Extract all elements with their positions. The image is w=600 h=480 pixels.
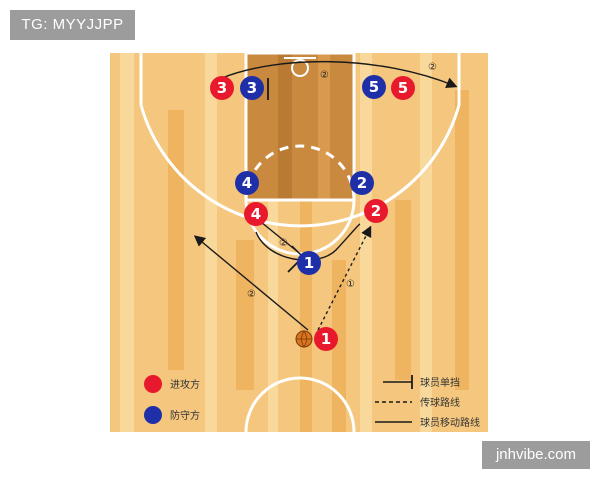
svg-text:3: 3 (217, 79, 227, 97)
player-2-curl-route (255, 223, 361, 261)
svg-text:4: 4 (242, 174, 252, 192)
center-circle (244, 376, 356, 432)
svg-text:5: 5 (398, 79, 408, 97)
paint-area (246, 53, 354, 200)
svg-text:4: 4 (251, 205, 261, 223)
watermark-bottom: jnhvibe.com (482, 441, 590, 469)
wood-stripe (168, 110, 184, 370)
svg-text:1: 1 (304, 254, 314, 272)
movement-routes (193, 60, 458, 331)
legend-offense-swatch (144, 375, 162, 393)
svg-text:1: 1 (321, 330, 331, 348)
legend-pass-label: 传球路线 (420, 396, 460, 409)
svg-text:3: 3 (247, 79, 257, 97)
wood-stripe (455, 90, 469, 390)
wood-stripe (420, 53, 432, 432)
wood-stripe (205, 53, 217, 432)
legend: 进攻方 防守方 球员单挡 传球路线 球员移动路线 (144, 375, 480, 429)
wood-stripe (395, 200, 411, 380)
watermark-top: TG: MYYJJPP (10, 10, 135, 40)
hoop (291, 59, 309, 77)
offense-player-1: 1 (314, 327, 338, 351)
defense-player-3: 3 (240, 76, 264, 100)
offense-player-4: 4 (244, 202, 268, 226)
players: 3 3 5 5 4 2 4 2 (210, 75, 415, 351)
step-label-screen: ② (279, 238, 288, 249)
defense-player-5: 5 (362, 75, 386, 99)
svg-text:2: 2 (357, 174, 367, 192)
wood-stripe (332, 260, 346, 432)
player-3-move-route (221, 60, 458, 88)
legend-offense-label: 进攻方 (170, 378, 200, 391)
player-1-cut-route (193, 235, 309, 331)
court (110, 53, 488, 432)
step-label-top-path-end: ② (428, 62, 437, 73)
offense-player-5: 5 (391, 76, 415, 100)
wood-stripe (268, 53, 278, 432)
defense-player-1: 1 (297, 251, 321, 275)
pass-route-arrow (317, 225, 372, 331)
svg-text:5: 5 (369, 78, 379, 96)
svg-text:2: 2 (371, 202, 381, 220)
three-point-line (139, 53, 461, 228)
lane-lines (244, 53, 356, 202)
wood-stripe (120, 53, 134, 432)
legend-defense-label: 防守方 (170, 409, 200, 422)
defense-player-2: 2 (350, 171, 374, 195)
wood-stripe (360, 53, 372, 432)
legend-screen-label: 球员单挡 (420, 376, 460, 389)
paint-stripe (318, 53, 330, 200)
paint-stripe (278, 53, 292, 200)
defense-player-4: 4 (235, 171, 259, 195)
offense-player-3: 3 (210, 76, 234, 100)
basketball-icon (295, 330, 313, 348)
legend-defense-swatch (144, 406, 162, 424)
step-label-top-path: ② (320, 70, 329, 81)
legend-move-label: 球员移动路线 (420, 416, 480, 429)
wood-stripe (236, 240, 254, 390)
offense-player-2: 2 (364, 199, 388, 223)
step-label-pass: ① (346, 279, 355, 290)
step-label-cut: ② (247, 289, 256, 300)
